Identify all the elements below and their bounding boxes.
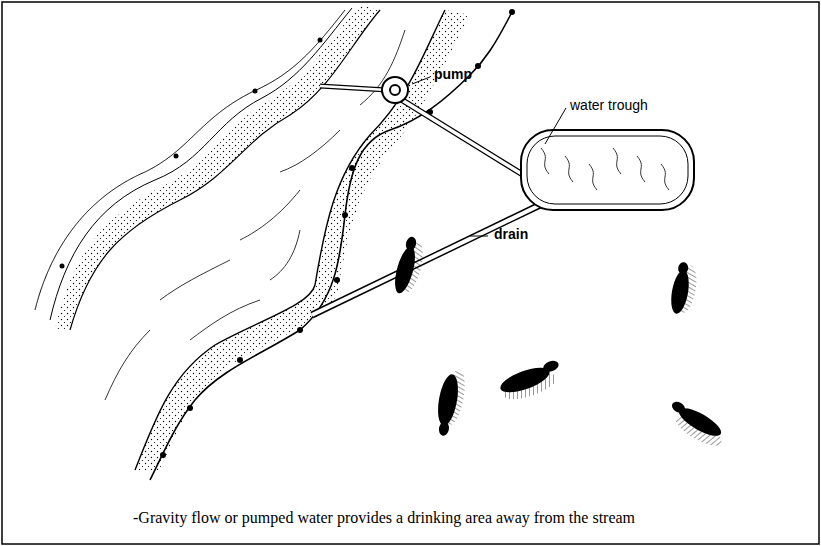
intake-pipe <box>320 86 387 90</box>
drain-label: drain <box>494 226 528 242</box>
drain-pipe <box>312 205 540 315</box>
trough-node: water trough <box>515 96 700 214</box>
water-ripples <box>105 30 405 400</box>
leader-line <box>412 77 430 84</box>
pump-symbol <box>382 77 408 103</box>
stream-bank-stipple <box>135 10 470 470</box>
fence-posts <box>60 9 516 458</box>
water-trough-outline <box>515 96 700 214</box>
trough-label: water trough <box>570 97 648 113</box>
pump-symbol <box>390 85 400 95</box>
pump-label: pump <box>434 66 472 82</box>
caption: -Gravity flow or pumped water provides a… <box>133 509 635 527</box>
drain-pipe <box>312 205 540 315</box>
supply-pipe <box>402 100 525 176</box>
intake-pipe <box>320 86 387 90</box>
supply-pipe <box>402 100 525 176</box>
cattle <box>391 235 729 451</box>
leader-line <box>470 236 488 237</box>
stream-bank <box>135 10 445 470</box>
fence <box>35 10 345 310</box>
